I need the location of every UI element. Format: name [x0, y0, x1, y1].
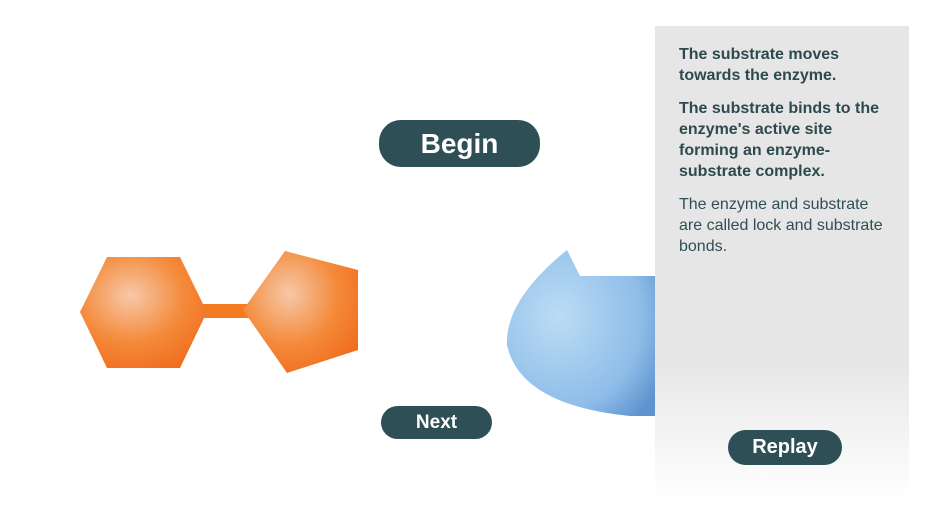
- next-button[interactable]: Next: [381, 406, 492, 439]
- caption-text: The substrate moves towards the enzyme.: [679, 46, 840, 84]
- replay-button[interactable]: Replay: [728, 430, 842, 465]
- begin-button[interactable]: Begin: [379, 120, 540, 167]
- substrate-molecule: [80, 251, 358, 373]
- caption-text: The substrate binds to the enzyme's acti…: [679, 100, 880, 180]
- caption-panel: The substrate moves towards the enzyme. …: [655, 26, 909, 500]
- enzyme-shape: [506, 250, 655, 416]
- caption-text: The enzyme and substrate are called lock…: [679, 196, 883, 255]
- caption-list: The substrate moves towards the enzyme. …: [679, 44, 891, 257]
